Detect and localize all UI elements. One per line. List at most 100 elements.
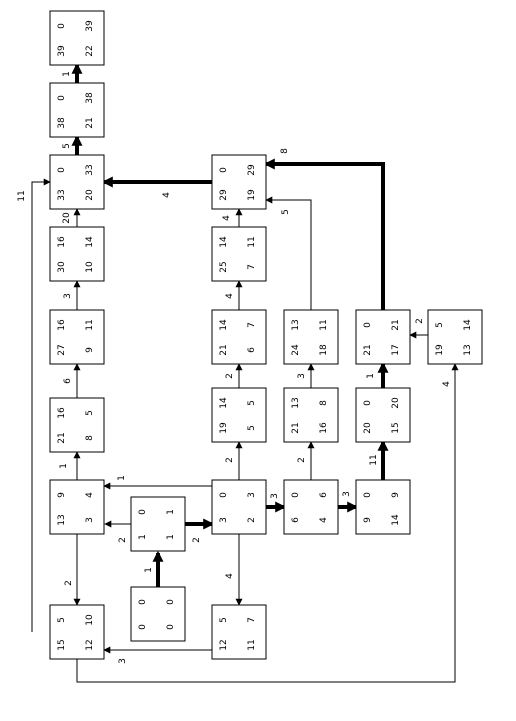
node-box bbox=[49, 479, 105, 535]
edge-e7: 2 bbox=[225, 441, 243, 480]
node-value: 13 bbox=[57, 514, 67, 525]
node-box bbox=[49, 10, 105, 66]
edge-label: 2 bbox=[118, 537, 128, 543]
edge-e8: 4 bbox=[225, 534, 243, 606]
node-value: 14 bbox=[463, 319, 473, 331]
node-box bbox=[211, 226, 267, 282]
edge-label: 3 bbox=[270, 493, 280, 499]
node-value: 17 bbox=[391, 344, 401, 355]
edge-e20: 2 bbox=[409, 318, 428, 339]
node-value: 7 bbox=[247, 264, 257, 270]
node-value: 6 bbox=[319, 492, 329, 498]
node-box bbox=[211, 387, 267, 443]
node-value: 38 bbox=[57, 117, 67, 129]
edge-e19: 4 bbox=[225, 280, 243, 310]
node-value: 21 bbox=[85, 117, 95, 128]
edge-label: 11 bbox=[369, 454, 379, 465]
node-value: 21 bbox=[57, 432, 67, 443]
edge-line bbox=[263, 158, 385, 310]
node-value: 12 bbox=[85, 639, 95, 650]
node-value: 27 bbox=[57, 344, 67, 355]
node-box bbox=[355, 479, 411, 535]
node-box bbox=[355, 309, 411, 365]
node-value: 19 bbox=[435, 344, 445, 356]
node-value: 11 bbox=[247, 236, 257, 247]
node-value: 33 bbox=[57, 189, 67, 200]
node-value: 0 bbox=[166, 599, 176, 605]
node-value: 9 bbox=[363, 517, 373, 523]
node-box bbox=[49, 82, 105, 138]
node-value: 1 bbox=[166, 534, 176, 540]
node-value: 5 bbox=[85, 410, 95, 416]
edge-e21: 20 bbox=[62, 208, 81, 227]
edge-label: 2 bbox=[64, 580, 74, 586]
edge-label: 3 bbox=[342, 491, 352, 497]
edge-e26: 11 bbox=[17, 178, 51, 632]
edge-e10: 2 bbox=[297, 441, 315, 480]
node-value: 20 bbox=[363, 422, 373, 434]
edge-label: 5 bbox=[62, 143, 72, 149]
node-box bbox=[49, 397, 105, 453]
node-layer: 0000011191343033206640991451510125127111… bbox=[49, 10, 483, 660]
node-value: 4 bbox=[319, 517, 329, 523]
node-value: 11 bbox=[247, 639, 257, 650]
node-box bbox=[427, 309, 483, 365]
edge-e15: 2 bbox=[225, 363, 243, 388]
edge-e27: 5 bbox=[265, 196, 312, 310]
node-value: 14 bbox=[219, 236, 229, 248]
edge-label: 1 bbox=[117, 475, 127, 481]
node-value: 7 bbox=[247, 322, 257, 328]
node-value: 38 bbox=[85, 92, 95, 104]
edge-label: 1 bbox=[366, 373, 376, 379]
node-value: 21 bbox=[291, 422, 301, 433]
edge-label: 2 bbox=[225, 457, 235, 463]
edge-line bbox=[76, 363, 459, 683]
node-value: 10 bbox=[85, 261, 95, 273]
edge-e23: 4 bbox=[101, 176, 212, 198]
edge-e24: 5 bbox=[62, 134, 83, 155]
node-value: 29 bbox=[247, 164, 257, 176]
node-value: 6 bbox=[247, 347, 257, 353]
node-value: 25 bbox=[219, 261, 229, 272]
node-value: 5 bbox=[57, 617, 67, 623]
edge-label: 4 bbox=[442, 381, 452, 387]
node-value: 14 bbox=[391, 514, 401, 526]
edge-e12: 11 bbox=[369, 439, 389, 480]
node-value: 19 bbox=[247, 189, 257, 201]
node-value: 14 bbox=[219, 397, 229, 409]
node-box bbox=[49, 604, 105, 660]
node-value: 5 bbox=[219, 617, 229, 623]
node-value: 39 bbox=[85, 20, 95, 32]
node-value: 15 bbox=[391, 422, 401, 433]
edge-line bbox=[31, 178, 51, 632]
node-value: 0 bbox=[138, 599, 148, 605]
node-value: 15 bbox=[57, 639, 67, 650]
edge-e16: 3 bbox=[297, 363, 315, 388]
node-value: 13 bbox=[463, 344, 473, 355]
node-value: 0 bbox=[363, 492, 373, 498]
node-value: 0 bbox=[219, 167, 229, 173]
edge-label: 4 bbox=[222, 215, 232, 221]
node-value: 20 bbox=[391, 397, 401, 409]
edge-label: 1 bbox=[59, 463, 69, 469]
node-value: 0 bbox=[138, 509, 148, 515]
node-box bbox=[283, 309, 339, 365]
edge-e18: 3 bbox=[63, 280, 81, 310]
edge-e2: 2 bbox=[104, 520, 131, 543]
edge-label: 2 bbox=[192, 537, 202, 543]
node-value: 19 bbox=[219, 422, 229, 434]
node-value: 1 bbox=[138, 534, 148, 540]
